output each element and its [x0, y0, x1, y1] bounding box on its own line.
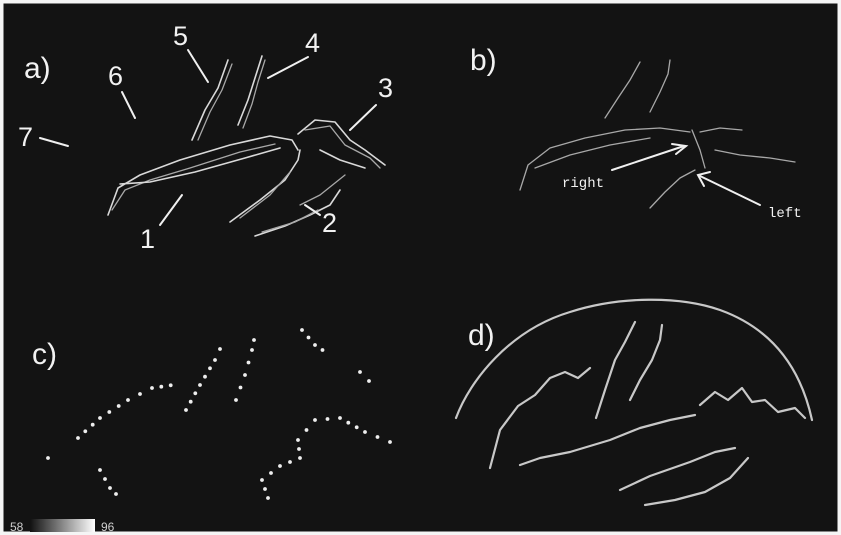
trail-dot [250, 348, 254, 352]
trail-dot [159, 385, 163, 389]
trail-dot [300, 328, 304, 332]
trail-dot [266, 496, 270, 500]
trail-dot [252, 338, 256, 342]
trail-dot [263, 487, 267, 491]
panel-d-letter: d) [468, 319, 495, 352]
trail-dot [355, 425, 359, 429]
trail-dot [107, 410, 111, 414]
trail-dot [91, 423, 95, 427]
grayscale-ramp [30, 519, 95, 532]
trail-dot [269, 471, 273, 475]
trail-dot [46, 456, 50, 460]
trail-dot [150, 386, 154, 390]
trail-dot [388, 440, 392, 444]
trail-dot [184, 408, 188, 412]
trail-dot [326, 417, 330, 421]
trail-dot [98, 416, 102, 420]
trail-dot [193, 391, 197, 395]
trail-dot [213, 358, 217, 362]
label-5: 5 [173, 21, 188, 51]
trail-dot [338, 416, 342, 420]
trail-dot [243, 373, 247, 377]
label-3: 3 [378, 73, 393, 103]
trail-dot [239, 386, 243, 390]
trail-dot [288, 460, 292, 464]
trail-dot [346, 421, 350, 425]
trail-dot [278, 464, 282, 468]
trail-dot [247, 361, 251, 365]
trail-dot [305, 428, 309, 432]
trail-dot [218, 347, 222, 351]
trail-dot [76, 436, 80, 440]
trail-dot [126, 398, 130, 402]
trail-dot [83, 429, 87, 433]
trail-dot [103, 477, 107, 481]
panel-c-letter: c) [32, 338, 57, 371]
label-left: left [768, 206, 802, 222]
label-2: 2 [322, 208, 337, 238]
trail-dot [363, 430, 367, 434]
panel-b-letter: b) [470, 44, 497, 77]
trail-dot [189, 400, 193, 404]
trail-dot [117, 404, 121, 408]
trail-dot [114, 492, 118, 496]
trail-dot [313, 418, 317, 422]
label-4: 4 [305, 28, 320, 58]
label-6: 6 [108, 61, 123, 91]
trail-dot [376, 435, 380, 439]
trail-dot [367, 379, 371, 383]
label-7: 7 [18, 122, 33, 152]
label-right: right [562, 176, 604, 192]
trail-dot [169, 383, 173, 387]
trail-dot [321, 348, 325, 352]
scale-min-label: 58 [10, 520, 24, 534]
trail-dot [203, 375, 207, 379]
trail-dot [297, 447, 301, 451]
trail-dot [313, 343, 317, 347]
trail-dot [98, 468, 102, 472]
trail-dot [298, 456, 302, 460]
trail-dot [296, 438, 300, 442]
trail-dot [108, 486, 112, 490]
trail-dot [307, 336, 311, 340]
trail-dot [358, 370, 362, 374]
trail-dot [260, 478, 264, 482]
panel-a-letter: a) [24, 52, 51, 85]
trail-dot [234, 398, 238, 402]
scale-max-label: 96 [101, 520, 115, 534]
trail-dot [208, 366, 212, 370]
label-1: 1 [140, 224, 155, 254]
trail-dot [198, 383, 202, 387]
trail-dot [138, 392, 142, 396]
